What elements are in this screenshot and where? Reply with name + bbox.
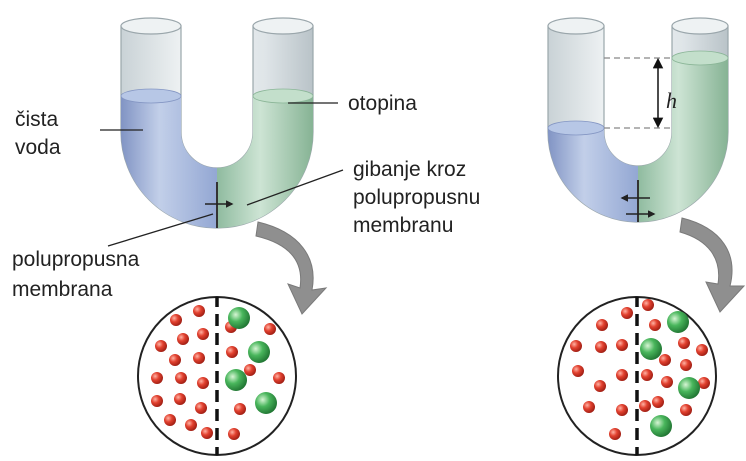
label-movement-3: membranu: [353, 214, 453, 237]
molecule-icon: [661, 376, 673, 388]
water-surface-left: [120, 88, 182, 104]
molecule-icon: [228, 428, 240, 440]
label-membrane-2: membrana: [12, 278, 113, 301]
molecule-icon: [641, 369, 653, 381]
zoom-arrow-icon: [255, 221, 328, 315]
molecule-icon: [185, 419, 197, 431]
tube-opening-right-b: [671, 17, 729, 35]
molecule-icon: [570, 340, 582, 352]
molecule-icon: [616, 404, 628, 416]
molecule-icon: [201, 427, 213, 439]
molecule-icon: [193, 305, 205, 317]
molecule-icon: [169, 354, 181, 366]
label-movement-2: polupropusnu: [353, 186, 480, 209]
water-molecules-left: [151, 305, 285, 440]
leader-lines: [100, 102, 344, 247]
tube-opening-left-b: [252, 17, 314, 35]
molecule-icon: [698, 377, 710, 389]
u-tube-right: [547, 17, 729, 223]
label-solution: otopina: [348, 92, 417, 115]
solution-surface-left: [252, 88, 314, 104]
solute-particle-icon: [640, 338, 662, 360]
molecule-icon: [234, 403, 246, 415]
molecule-icon: [170, 314, 182, 326]
molecule-icon: [678, 337, 690, 349]
tube-opening-left-a: [120, 17, 182, 35]
molecule-icon: [609, 428, 621, 440]
molecule-icon: [680, 404, 692, 416]
molecule-icon: [621, 307, 633, 319]
solution-fill-right: [638, 58, 728, 222]
zoom-arrow-icon: [679, 217, 746, 313]
molecule-icon: [264, 323, 276, 335]
solution-surface-right: [671, 50, 729, 66]
leader-membrane: [107, 213, 214, 247]
molecule-icon: [226, 346, 238, 358]
molecule-icon: [616, 339, 628, 351]
molecule-icon: [164, 414, 176, 426]
molecule-icon: [642, 299, 654, 311]
molecule-icon: [696, 344, 708, 356]
molecule-icon: [244, 364, 256, 376]
molecule-icon: [155, 340, 167, 352]
label-movement-1: gibanje kroz: [353, 158, 466, 181]
molecule-icon: [659, 354, 671, 366]
molecule-view-right: [557, 296, 717, 456]
molecule-icon: [649, 319, 661, 331]
solute-particle-icon: [678, 377, 700, 399]
molecule-icon: [197, 328, 209, 340]
molecule-icon: [273, 372, 285, 384]
label-pure-water: čista: [15, 108, 59, 131]
molecule-icon: [680, 359, 692, 371]
molecule-view-left: [137, 296, 297, 456]
height-indicator: [604, 57, 672, 129]
molecule-icon: [197, 377, 209, 389]
molecule-icon: [193, 352, 205, 364]
leader-movement: [246, 169, 344, 206]
u-tube-left: [120, 17, 314, 229]
molecule-icon: [652, 396, 664, 408]
flow-arrow-icon: [620, 194, 656, 218]
molecule-icon: [177, 333, 189, 345]
pure-water-fill-right: [548, 128, 638, 222]
solute-particle-icon: [650, 415, 672, 437]
molecule-icon: [195, 402, 207, 414]
pure-water-fill-left: [121, 96, 217, 228]
solute-particles-left: [225, 307, 277, 414]
solute-particle-icon: [228, 307, 250, 329]
molecule-icon: [151, 395, 163, 407]
solution-fill-left: [217, 96, 313, 228]
molecule-icon: [616, 369, 628, 381]
solute-particle-icon: [225, 369, 247, 391]
label-membrane-1: polupropusna: [12, 248, 140, 271]
molecule-icon: [594, 380, 606, 392]
label-height: h: [666, 88, 677, 113]
molecule-icon: [151, 372, 163, 384]
tube-opening-right-a: [547, 17, 605, 35]
label-pure-water-2: voda: [15, 136, 61, 159]
molecule-icon: [639, 400, 651, 412]
solute-particles-right: [640, 311, 700, 437]
molecule-icon: [175, 372, 187, 384]
molecule-icon: [596, 319, 608, 331]
molecule-icon: [595, 341, 607, 353]
solute-particle-icon: [667, 311, 689, 333]
solute-particle-icon: [248, 341, 270, 363]
water-surface-right: [547, 120, 605, 136]
solute-particle-icon: [255, 392, 277, 414]
water-molecules-right: [570, 299, 710, 440]
molecule-icon: [174, 393, 186, 405]
molecule-icon: [572, 365, 584, 377]
molecule-icon: [583, 401, 595, 413]
